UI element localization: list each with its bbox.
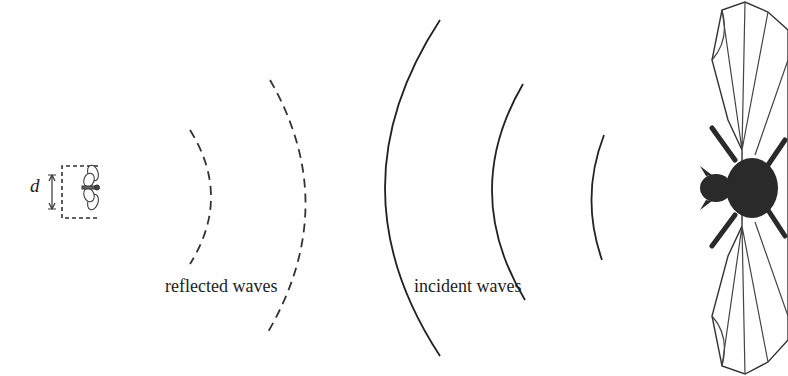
insect <box>82 164 101 211</box>
bat <box>700 2 788 374</box>
incident-waves <box>385 20 604 356</box>
dimension-arrow <box>48 175 56 209</box>
wave-label: incident waves <box>414 277 521 295</box>
dimension-box <box>62 166 98 218</box>
wave-label: reflected waves <box>165 277 277 295</box>
dimension-label: d <box>30 176 40 195</box>
